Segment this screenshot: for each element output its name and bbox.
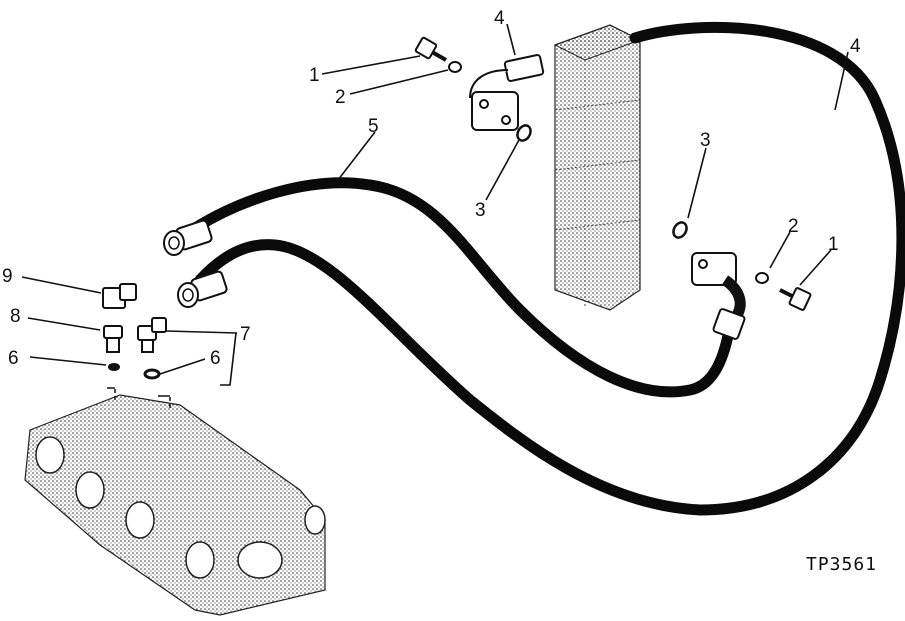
callout-4-right: 4 bbox=[850, 36, 861, 57]
cap-screw-lower bbox=[779, 287, 812, 311]
o-ring-6-right bbox=[143, 368, 161, 380]
callout-1-upper: 1 bbox=[309, 65, 320, 86]
hose-5-inner bbox=[189, 177, 736, 398]
lock-washer-lower bbox=[755, 272, 769, 284]
control-valve-block bbox=[24, 387, 326, 616]
callout-9: 9 bbox=[2, 266, 13, 287]
o-ring-lower bbox=[672, 221, 688, 239]
callout-6-right: 6 bbox=[210, 348, 221, 369]
o-ring-6-left bbox=[108, 363, 120, 371]
cooler-block bbox=[553, 24, 642, 311]
hose-4-outer bbox=[194, 21, 905, 516]
o-ring-upper bbox=[516, 124, 532, 142]
hose-end-fitting-lower bbox=[177, 270, 228, 308]
callout-2-upper: 2 bbox=[335, 87, 346, 108]
hose-end-fitting-upper bbox=[163, 219, 213, 256]
elbow-fitting-7 bbox=[137, 317, 167, 353]
elbow-fitting-9 bbox=[102, 283, 137, 309]
callout-6-left: 6 bbox=[8, 348, 19, 369]
callout-1-right: 1 bbox=[828, 234, 839, 255]
callout-3-right: 3 bbox=[700, 130, 711, 151]
callout-8: 8 bbox=[10, 306, 21, 327]
callout-5: 5 bbox=[368, 116, 379, 137]
lock-washer-upper bbox=[448, 61, 462, 73]
callout-4-upper: 4 bbox=[494, 8, 505, 29]
cap-screw-upper bbox=[414, 36, 447, 62]
upper-elbow-flange-fitting bbox=[469, 54, 545, 131]
lower-elbow-flange-fitting bbox=[691, 252, 746, 340]
callout-2-right: 2 bbox=[788, 216, 799, 237]
callout-7: 7 bbox=[240, 324, 251, 345]
callout-3-upper: 3 bbox=[475, 200, 486, 221]
figure-id: TP3561 bbox=[806, 554, 877, 575]
adapter-fitting-8 bbox=[103, 325, 123, 353]
